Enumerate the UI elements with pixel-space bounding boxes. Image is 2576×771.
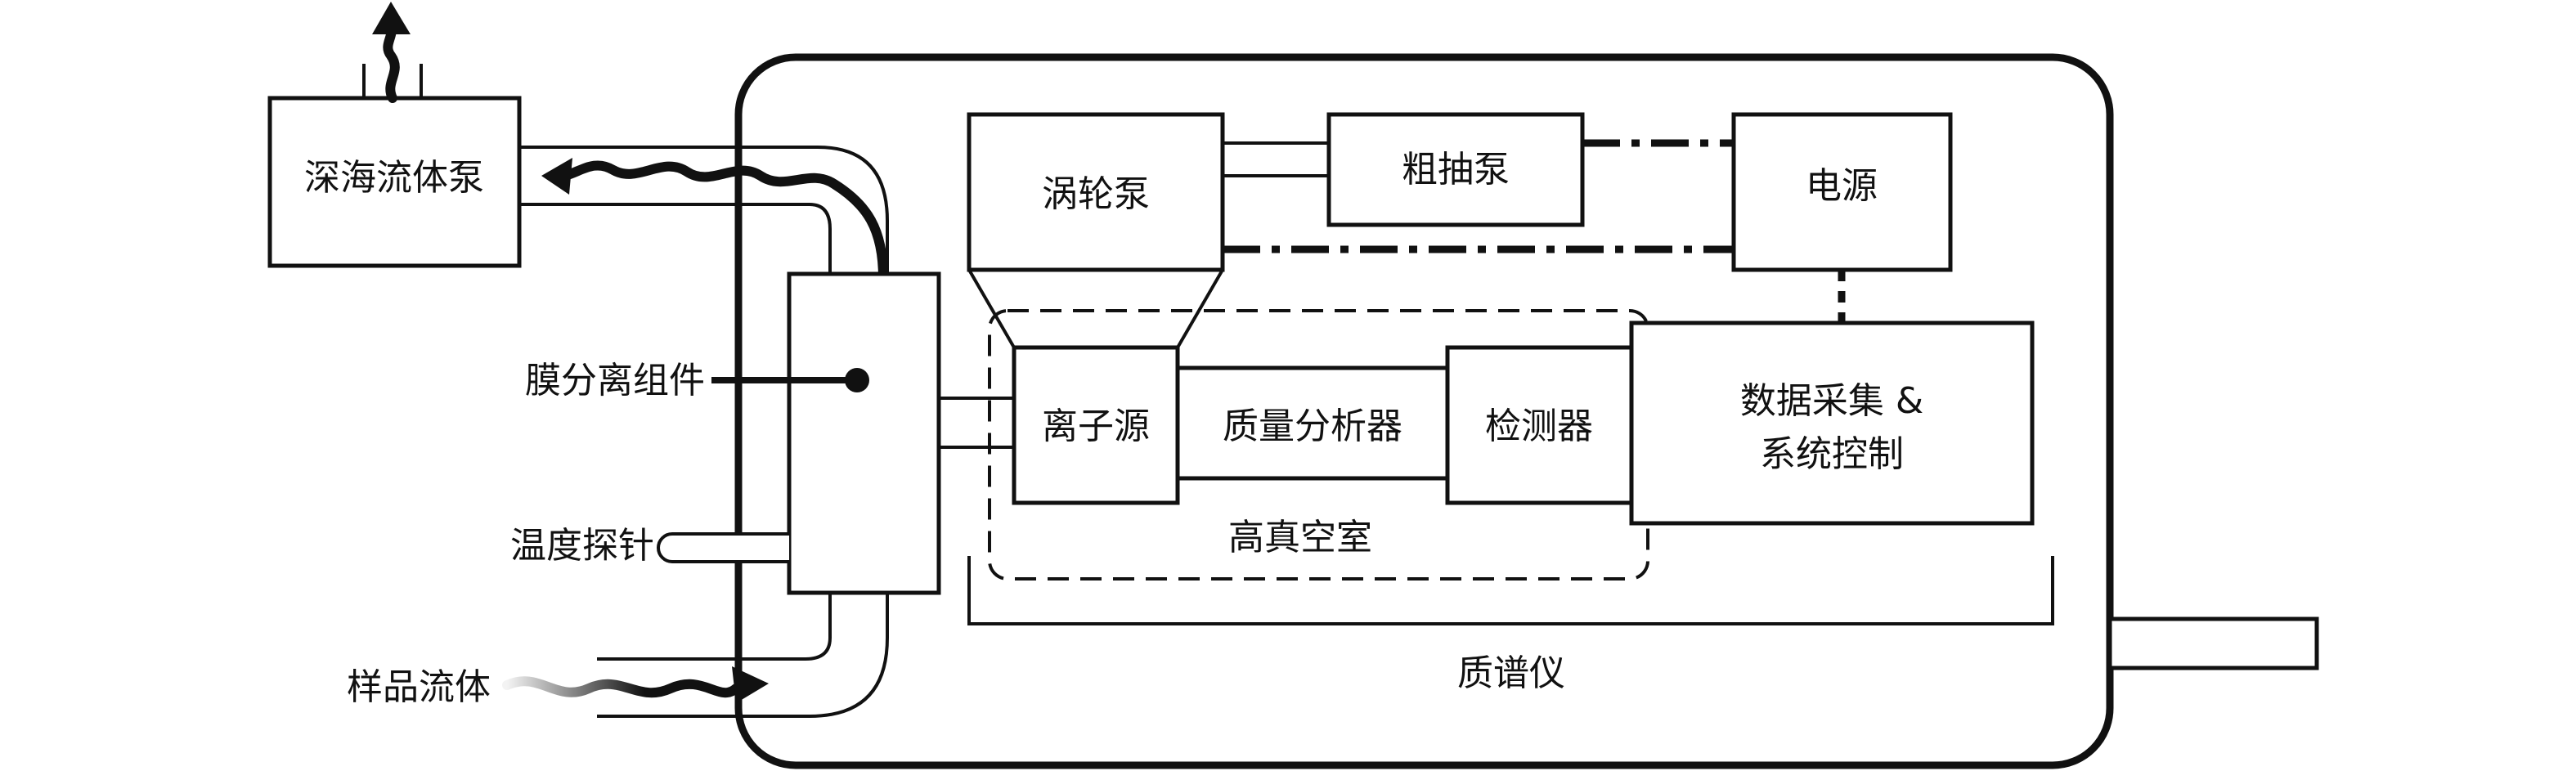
mass-analyzer-box <box>1175 365 1450 481</box>
turbo-pump-label: 涡轮泵 <box>1042 173 1150 215</box>
inlet-flow-arrow <box>502 676 741 698</box>
inlet-tube-outer <box>597 589 889 718</box>
instrument-housing <box>734 53 2114 769</box>
outlet-flow-arrowhead <box>541 158 572 195</box>
turbo-pump-box <box>967 112 1225 272</box>
funnel-left <box>967 268 1016 349</box>
mass-analyzer-label: 质量分析器 <box>1223 406 1402 447</box>
ion-source-box <box>1012 345 1180 505</box>
power-box <box>1731 112 1953 272</box>
vacuum-chamber-label: 高真空室 <box>1228 517 1372 558</box>
daq-box <box>1629 321 2035 526</box>
detector-label: 检测器 <box>1485 406 1593 447</box>
power-label: 电源 <box>1806 165 1878 207</box>
ion-source-label: 离子源 <box>1042 406 1150 447</box>
outlet-tube-inner <box>519 203 832 278</box>
daq-label-line2: 系统控制 <box>1760 433 1904 475</box>
temp-probe-label: 温度探针 <box>510 525 654 567</box>
rough-pump-label: 粗抽泵 <box>1402 149 1510 191</box>
pump-box <box>267 96 522 268</box>
outlet-tube-outer <box>519 146 889 278</box>
rough-pump-box <box>1326 112 1585 227</box>
membrane-label: 膜分离组件 <box>525 360 705 401</box>
outlet-flow-arrow <box>547 160 888 283</box>
membrane-module-box <box>787 271 941 595</box>
exhaust-wave <box>383 21 400 103</box>
inlet-tube-inner <box>597 589 832 661</box>
up-arrow-icon <box>372 2 411 34</box>
mass-spectrometer-bracket <box>967 556 2054 625</box>
pump-label: 深海流体泵 <box>304 157 484 199</box>
housing-connector <box>2107 616 2319 670</box>
daq-label-line1: 数据采集 & <box>1740 380 1923 422</box>
temp-probe-rod <box>657 532 789 563</box>
dot-icon <box>845 368 869 392</box>
sample-fluid-label: 样品流体 <box>347 666 491 708</box>
detector-box <box>1445 345 1634 505</box>
inlet-flow-arrowhead <box>732 666 769 703</box>
mass-spectrometer-label: 质谱仪 <box>1457 652 1565 694</box>
funnel-right <box>1176 268 1224 349</box>
